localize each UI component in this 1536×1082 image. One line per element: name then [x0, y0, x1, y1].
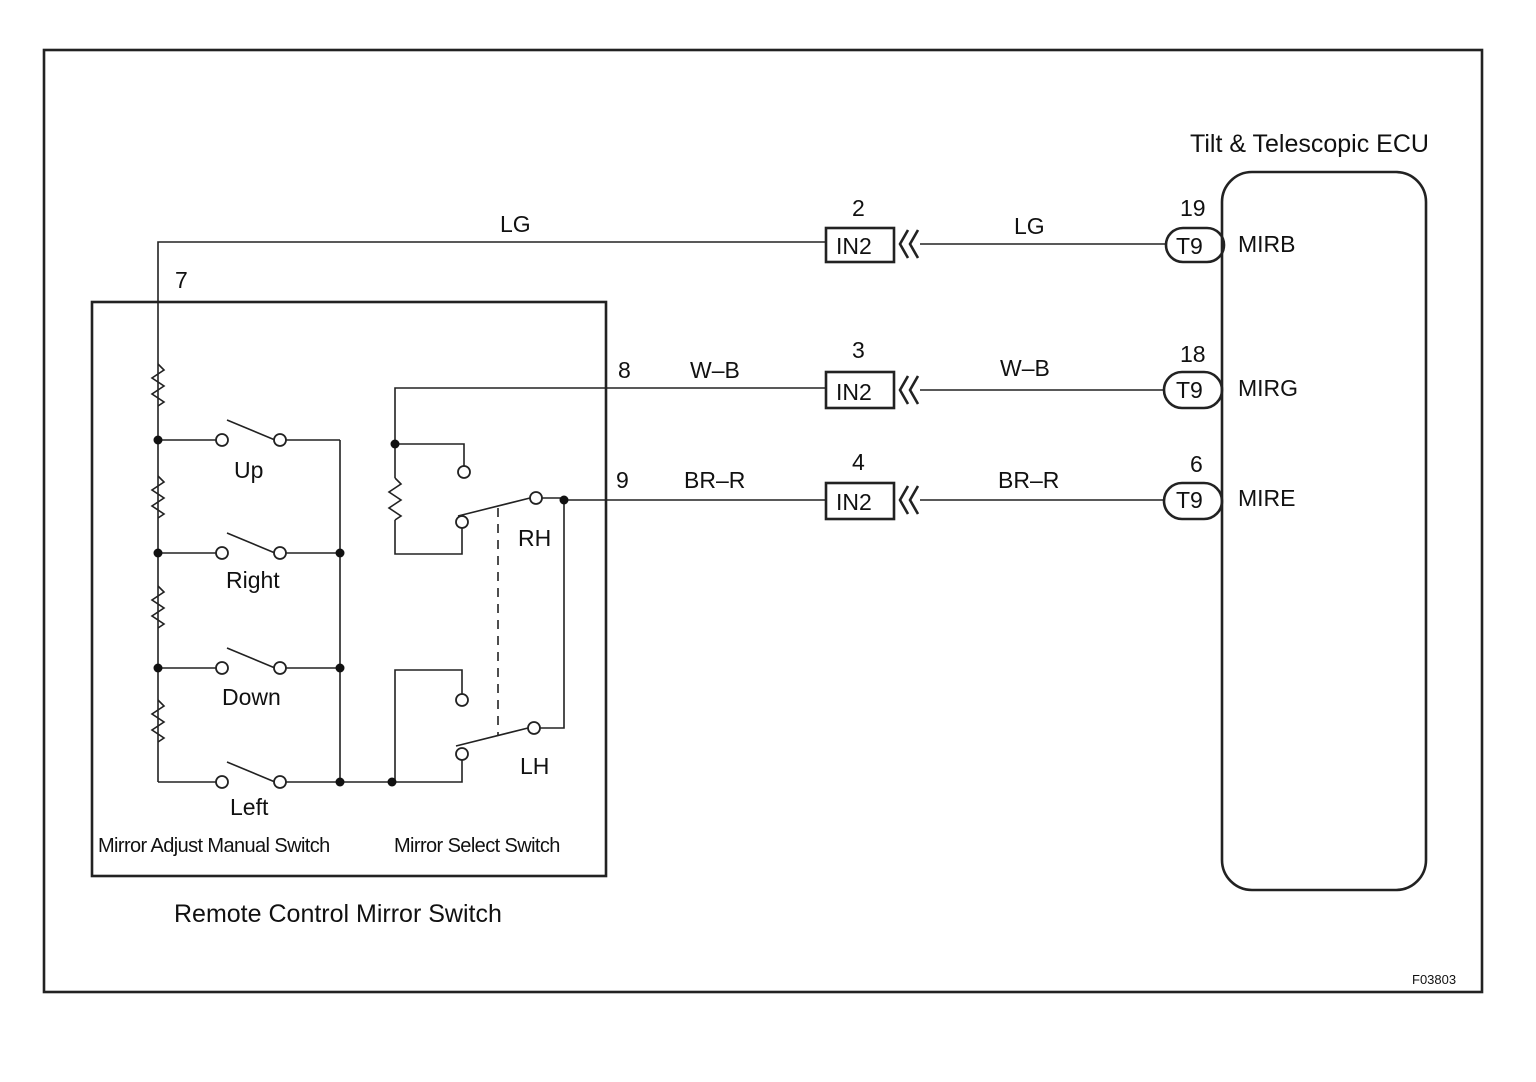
- ecu-pin-1-connector: T9: [1176, 233, 1203, 259]
- wire-lg-color-left: LG: [500, 211, 531, 237]
- ecu-pin-2-connector: T9: [1176, 377, 1203, 403]
- junction-3-label: IN2: [836, 489, 872, 515]
- ecu-pin-3-number: 6: [1190, 451, 1203, 477]
- ecu-title: Tilt & Telescopic ECU: [1190, 130, 1429, 158]
- select-switch-rh: [387, 443, 564, 555]
- junction-2-number: 3: [852, 337, 865, 363]
- junction-1-label: IN2: [836, 233, 872, 259]
- switch-left: [158, 761, 340, 789]
- wire-wb-color-left: W–B: [690, 357, 740, 383]
- figure-code: F03803: [1412, 972, 1456, 987]
- wire-wb-color-right: W–B: [1000, 355, 1050, 381]
- junction-connector-1: [824, 226, 920, 264]
- switch-title: Remote Control Mirror Switch: [174, 900, 502, 928]
- switch-left-label: Left: [230, 794, 269, 820]
- ecu-pin-3-terminal: MIRE: [1238, 485, 1296, 511]
- ecu-pin-2-number: 18: [1180, 341, 1206, 367]
- ecu-pin-3-connector: T9: [1176, 487, 1203, 513]
- ecu-connector-3: [1162, 481, 1224, 521]
- switch-right: [158, 532, 340, 560]
- wire-wb: [394, 387, 1164, 444]
- junction-connector-3: [824, 481, 920, 521]
- select-rh-label: RH: [518, 525, 551, 551]
- switch-down: [158, 647, 340, 675]
- select-lh-label: LH: [520, 753, 549, 779]
- junction-connector-2: [824, 370, 920, 410]
- junction-3-number: 4: [852, 449, 865, 475]
- ecu-connector-2: [1162, 370, 1224, 410]
- ecu-pin-2-terminal: MIRG: [1238, 375, 1298, 401]
- ecu-pin-1-terminal: MIRB: [1238, 231, 1296, 257]
- junction-2-label: IN2: [836, 379, 872, 405]
- diagram-border: [42, 48, 1484, 994]
- resistor-ladder: [150, 363, 166, 782]
- wire-lg-color-right: LG: [1014, 213, 1045, 239]
- switch-pin-7: 7: [175, 267, 188, 293]
- ecu-connector-1: [1164, 226, 1226, 264]
- wire-brr-color-left: BR–R: [684, 467, 745, 493]
- switch-up-label: Up: [234, 457, 263, 483]
- switch-pin-8: 8: [618, 357, 631, 383]
- ecu-pin-1-number: 19: [1180, 195, 1206, 221]
- manual-switch-common-bus: [339, 440, 395, 783]
- switch-up: [158, 419, 340, 447]
- select-switch-label: Mirror Select Switch: [394, 835, 560, 857]
- switch-down-label: Down: [222, 684, 281, 710]
- ecu-box: [1220, 170, 1428, 892]
- manual-switch-label: Mirror Adjust Manual Switch: [98, 835, 330, 857]
- wire-brr-color-right: BR–R: [998, 467, 1059, 493]
- switch-pin-9: 9: [616, 467, 629, 493]
- wire-lg: [157, 241, 1166, 366]
- switch-box: [90, 300, 608, 878]
- select-switch-lh: [394, 498, 565, 783]
- switch-right-label: Right: [226, 567, 280, 593]
- junction-dots: [153, 435, 569, 787]
- junction-1-number: 2: [852, 195, 865, 221]
